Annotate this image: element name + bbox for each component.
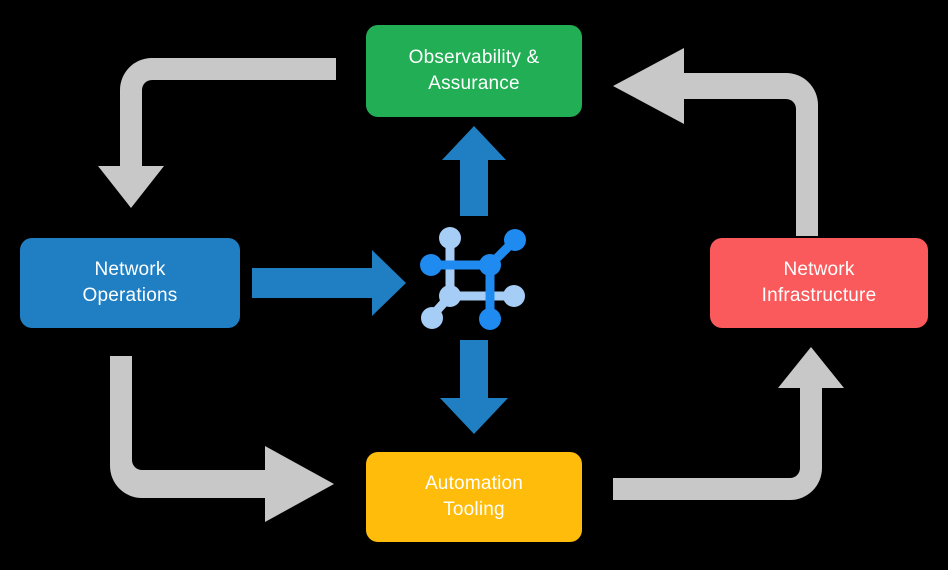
arrow-center-to-automation [440,340,508,434]
arrow-observability-to-operations [98,58,336,208]
node-observability-label: Observability & Assurance [408,47,540,94]
arrow-infrastructure-to-observability [613,48,818,236]
node-network-infrastructure-label: Network Infrastructure [761,259,877,306]
network-topology-icon [420,227,526,330]
arrow-operations-to-automation [110,356,334,522]
arrow-center-to-observability [442,126,506,216]
arrow-operations-to-center [252,250,406,316]
node-network-operations-label: Network Operations [82,259,178,306]
node-network-operations[interactable]: Network Operations [20,238,240,328]
topology-nodes-primary [420,229,526,330]
topology-nodes-secondary [421,227,525,329]
arrow-automation-to-infrastructure [613,347,844,500]
node-automation-tooling[interactable]: Automation Tooling [366,452,582,542]
node-observability-assurance[interactable]: Observability & Assurance [366,25,582,117]
node-automation-tooling-label: Automation Tooling [424,473,524,520]
node-network-infrastructure[interactable]: Network Infrastructure [710,238,928,328]
